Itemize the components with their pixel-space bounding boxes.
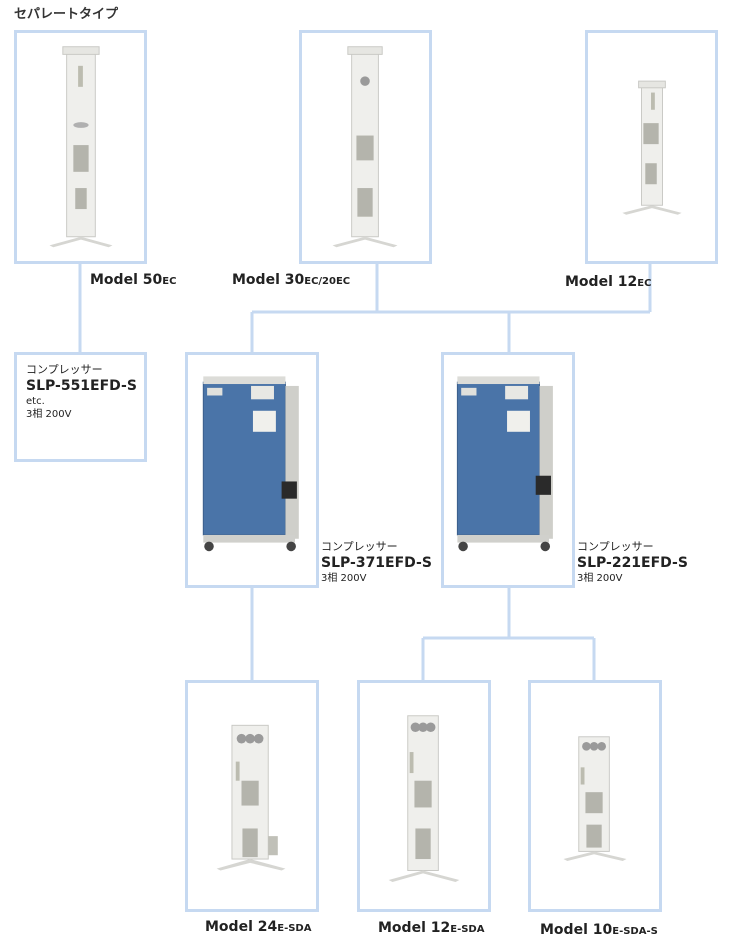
model-12ec-label: Model 12EC: [565, 274, 652, 290]
model-12e-box[interactable]: [357, 680, 491, 912]
compressor-image: [456, 376, 553, 552]
dryer-image: [622, 80, 682, 215]
model-30-label: Model 30EC/20EC: [232, 272, 351, 288]
slp-371-box[interactable]: [185, 352, 319, 588]
compressor-image: [202, 376, 299, 552]
model-10-box[interactable]: [528, 680, 662, 912]
slp-551-info: コンプレッサー SLP-551EFD-S etc. 3相 200V: [26, 363, 137, 420]
slp-221-info: コンプレッサー SLP-221EFD-S 3相 200V: [577, 540, 688, 585]
dryer-image: [563, 736, 627, 861]
model-30-box[interactable]: [299, 30, 432, 264]
slp-221-box[interactable]: [441, 352, 575, 588]
dryer-image: [388, 715, 460, 882]
model-50-label: Model 50EC: [90, 272, 177, 288]
page-heading: セパレートタイプ: [14, 7, 119, 22]
slp-551-box[interactable]: コンプレッサー SLP-551EFD-S etc. 3相 200V: [14, 352, 147, 462]
dryer-image: [216, 724, 286, 871]
slp-371-info: コンプレッサー SLP-371EFD-S 3相 200V: [321, 540, 432, 585]
model-12e-label: Model 12E-SDA: [378, 920, 485, 936]
model-24-box[interactable]: [185, 680, 319, 912]
model-10-label: Model 10E-SDA-S: [540, 922, 658, 938]
dryer-image: [49, 46, 113, 248]
model-12ec-box[interactable]: [585, 30, 718, 264]
dryer-image: [332, 46, 398, 248]
model-50-box[interactable]: [14, 30, 147, 264]
model-24-label: Model 24E-SDA: [205, 919, 312, 935]
